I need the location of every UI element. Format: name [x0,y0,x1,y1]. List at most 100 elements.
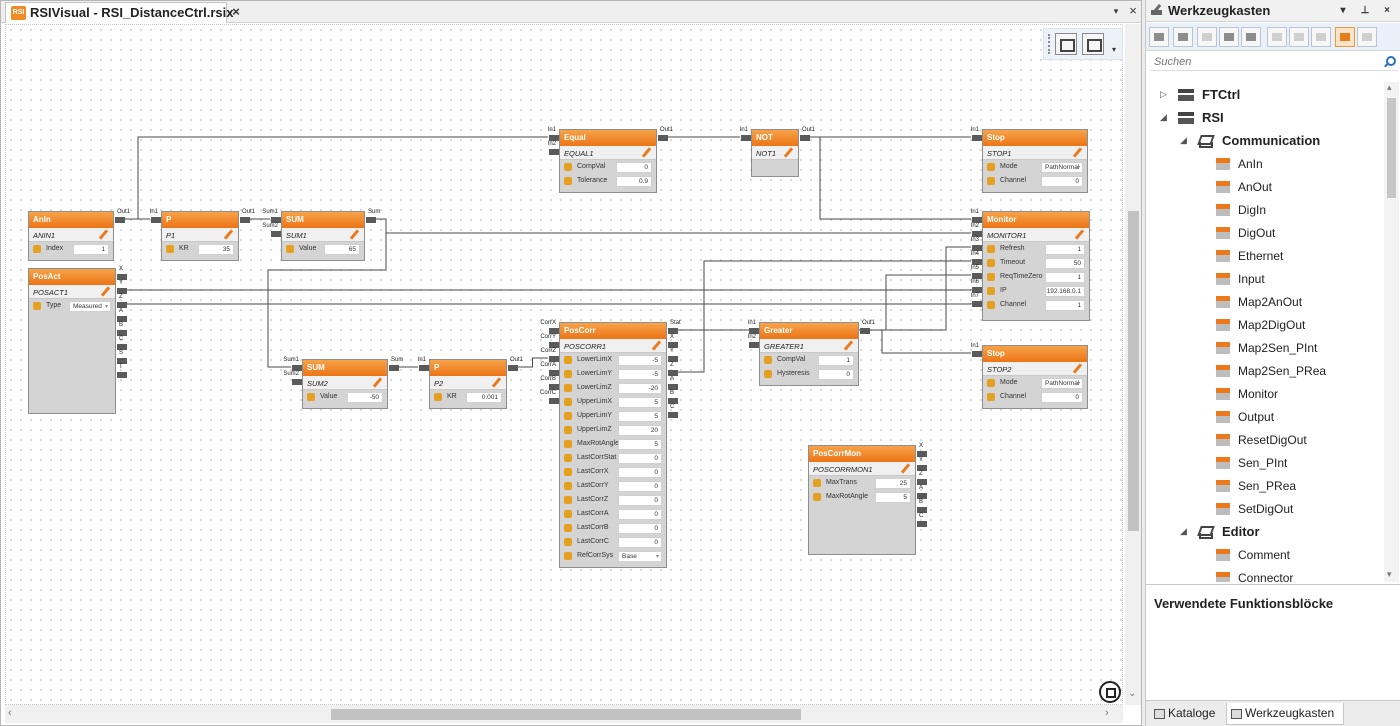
edit-pencil-icon[interactable] [348,229,360,241]
lock-icon[interactable] [564,468,572,476]
lock-icon[interactable] [564,524,572,532]
edit-pencil-icon[interactable] [490,377,502,389]
param-value[interactable]: 1 [1045,300,1085,311]
param-select[interactable]: PathNormal [1041,162,1083,173]
param-value[interactable]: -5 [618,369,662,380]
output-port[interactable] [800,135,810,141]
input-port[interactable] [749,328,759,334]
connection-wire[interactable] [677,246,971,331]
close-panel-icon[interactable]: × [1384,5,1390,16]
input-port[interactable] [271,231,281,237]
output-port[interactable] [668,356,678,362]
canvas-vertical-scrollbar[interactable]: ⌄ [1125,24,1141,705]
param-value[interactable]: 5 [618,397,662,408]
tree-item-communication[interactable]: ◢Communication [1146,130,1382,152]
output-port[interactable] [658,135,668,141]
input-port[interactable] [749,342,759,348]
canvas-horizontal-scrollbar[interactable]: ‹ › [5,705,1123,723]
properties-button[interactable] [1311,27,1331,47]
scroll-down-icon[interactable]: ⌄ [1128,688,1137,699]
param-value[interactable]: 0 [616,162,652,173]
document-tab[interactable]: RSI RSIVisual - RSI_DistanceCtrl.rsix × [5,2,240,23]
lock-icon[interactable] [987,259,995,267]
tree-view-button[interactable] [1149,27,1169,47]
param-value[interactable]: 1 [1045,272,1085,283]
close-tab-icon[interactable]: × [232,4,240,19]
edit-pencil-icon[interactable] [842,340,854,352]
output-port[interactable] [668,384,678,390]
param-value[interactable]: 5 [618,411,662,422]
input-port[interactable] [549,384,559,390]
connection-wire[interactable] [869,274,971,331]
input-port[interactable] [549,342,559,348]
param-value[interactable]: 0 [618,467,662,478]
edit-pencil-icon[interactable] [650,340,662,352]
input-port[interactable] [972,231,982,237]
lock-icon[interactable] [33,245,41,253]
input-port[interactable] [419,365,429,371]
output-port[interactable] [115,217,125,223]
output-port[interactable] [389,365,399,371]
param-value[interactable]: 65 [324,244,360,255]
input-port[interactable] [972,287,982,293]
tree-item-ethernet[interactable]: Ethernet [1146,245,1382,267]
add-block-button[interactable] [1219,27,1239,47]
edit-pencil-icon[interactable] [1071,147,1083,159]
param-value[interactable]: 0 [618,495,662,506]
output-port[interactable] [668,370,678,376]
output-port[interactable] [668,328,678,334]
add-category-button[interactable] [1197,27,1217,47]
output-port[interactable] [117,330,127,336]
param-value[interactable]: 5 [875,492,911,503]
lock-icon[interactable] [987,177,995,185]
param-value[interactable]: 5 [618,439,662,450]
tree-item-resetdigout[interactable]: ResetDigOut [1146,429,1382,451]
edit-pencil-icon[interactable] [899,463,911,475]
overview-button[interactable] [1055,33,1077,55]
param-value[interactable]: 1 [1045,244,1085,255]
toolbar-overflow-icon[interactable]: ▾ [1112,45,1117,54]
output-port[interactable] [117,316,127,322]
param-value[interactable]: 0 [618,453,662,464]
select-area-button[interactable] [1082,33,1104,55]
tree-item-rsi[interactable]: ◢RSI [1146,107,1382,129]
edit-pencil-icon[interactable] [1073,229,1085,241]
lock-icon[interactable] [564,163,572,171]
input-port[interactable] [549,398,559,404]
param-value[interactable]: 1 [73,244,109,255]
param-value[interactable]: 0 [618,509,662,520]
output-port[interactable] [508,365,518,371]
output-port[interactable] [860,328,870,334]
param-value[interactable]: 35 [198,244,234,255]
tree-item-digin[interactable]: DigIn [1146,199,1382,221]
lock-icon[interactable] [987,273,995,281]
used-blocks-header[interactable]: Verwendete Funktionsblöcke [1146,584,1400,618]
export-button[interactable] [1357,27,1377,47]
connection-wire[interactable] [677,260,971,373]
block-stop1[interactable]: StopSTOP1ModePathNormalChannel0In1 [971,127,1088,193]
param-select[interactable]: PathNormal [1041,378,1083,389]
lock-icon[interactable] [564,552,572,560]
output-port[interactable] [117,358,127,364]
tree-vertical-scrollbar[interactable]: ▴ ▾ [1384,82,1399,582]
tree-item-output[interactable]: Output [1146,406,1382,428]
tab-list-dropdown-icon[interactable]: ▾ [1113,6,1119,16]
input-port[interactable] [549,149,559,155]
tree-item-map2sen-prea[interactable]: Map2Sen_PRea [1146,360,1382,382]
tree-item-digout[interactable]: DigOut [1146,222,1382,244]
connection-wire[interactable] [126,289,972,291]
output-port[interactable] [117,372,127,378]
input-port[interactable] [972,273,982,279]
lock-icon[interactable] [564,482,572,490]
param-value[interactable]: -50 [347,392,383,403]
lock-icon[interactable] [564,510,572,518]
param-value[interactable]: 0 [818,369,854,380]
param-value[interactable]: 0 [1041,176,1083,187]
param-value[interactable]: 1 [818,355,854,366]
param-value[interactable]: -20 [618,383,662,394]
edit-pencil-icon[interactable] [97,229,109,241]
search-icon[interactable] [1383,56,1396,68]
param-value[interactable]: 0 [618,481,662,492]
